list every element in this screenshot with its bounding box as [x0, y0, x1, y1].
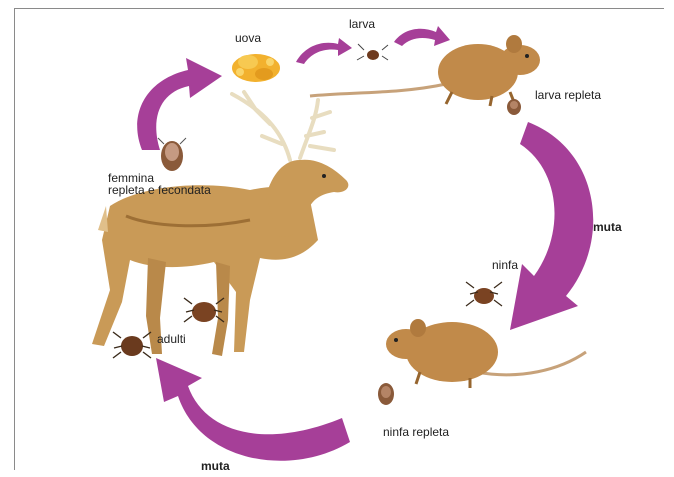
- label-uova: uova: [235, 32, 261, 45]
- mouse-bottom: [386, 319, 586, 388]
- deer: [92, 92, 348, 356]
- larva-repleta-tick: [507, 99, 521, 115]
- label-ninfa-repleta: ninfa repleta: [383, 426, 449, 439]
- label-femmina-line2: repleta e fecondata: [108, 184, 211, 197]
- label-muta-bottom: muta: [201, 460, 230, 473]
- larva-tick: [357, 44, 388, 60]
- arrow-muta-right: [510, 122, 593, 330]
- ninfa-repleta-tick: [378, 383, 394, 405]
- label-muta-right: muta: [593, 221, 622, 234]
- adult-tick-2: [113, 332, 151, 358]
- label-larva-repleta: larva repleta: [535, 89, 601, 102]
- label-ninfa: ninfa: [492, 259, 518, 272]
- arrow-muta-bottom: [156, 358, 350, 461]
- femmina-tick: [158, 138, 186, 171]
- label-larva: larva: [349, 18, 375, 31]
- eggs-cluster: [232, 54, 280, 82]
- arrow-larva-to-mouse: [394, 26, 450, 46]
- arrow-uova-to-larva: [296, 38, 352, 64]
- arrow-femmina-to-uova: [137, 58, 222, 150]
- ninfa-tick: [466, 282, 502, 306]
- label-adulti: adulti: [157, 333, 186, 346]
